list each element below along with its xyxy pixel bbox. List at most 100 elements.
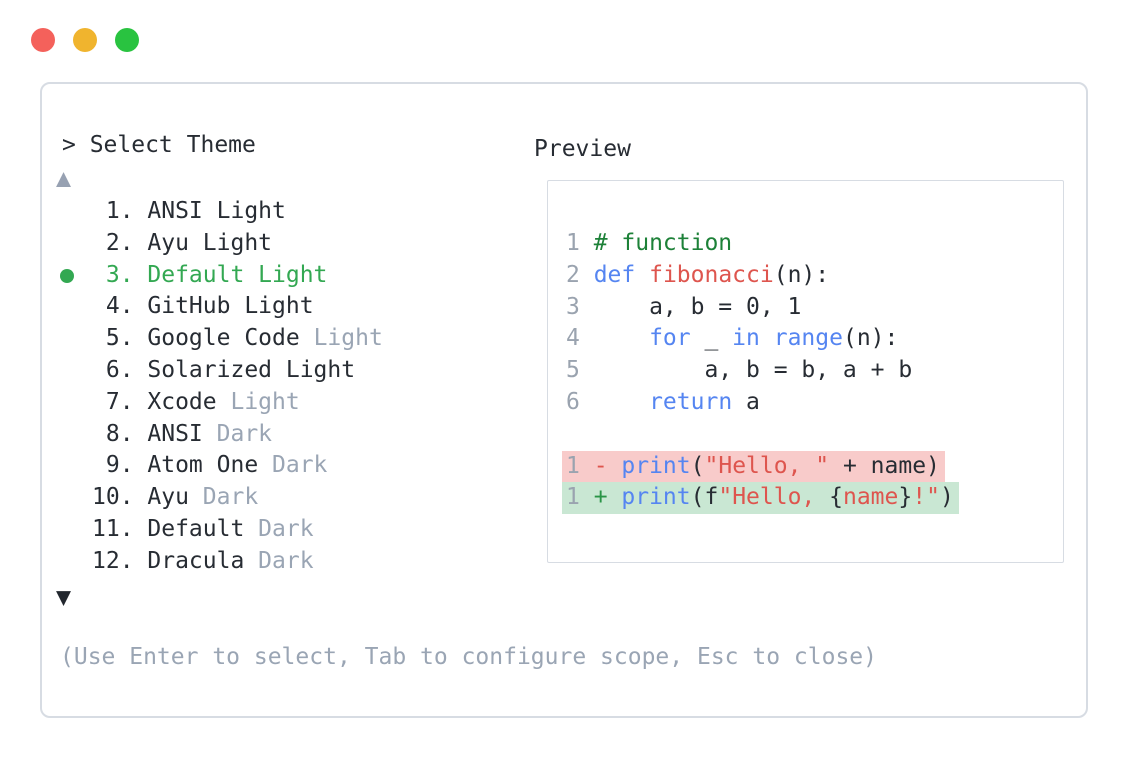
code-token: + name) <box>829 452 940 479</box>
theme-list-item[interactable]: 4. GitHub Light <box>92 291 383 323</box>
theme-item-label: Light <box>313 325 383 352</box>
code-token: (n): <box>842 325 899 352</box>
code-token: print <box>621 484 691 511</box>
window-control-minimize[interactable] <box>73 28 97 52</box>
theme-item-number: 2. <box>92 229 148 256</box>
line-number: 1 <box>566 230 580 256</box>
theme-item-label: Dark <box>272 452 328 479</box>
code-token: in <box>732 325 760 352</box>
code-token: (f <box>690 484 719 511</box>
theme-item-label: Ayu <box>147 484 203 511</box>
theme-item-number: 11. <box>92 515 148 542</box>
select-theme-prompt: > Select Theme <box>62 132 256 158</box>
theme-item-number: 6. <box>92 356 148 383</box>
code-token: (n): <box>773 261 830 288</box>
code-token: # function <box>593 230 733 256</box>
code-token: !" <box>912 484 940 511</box>
theme-item-label: Dark <box>258 547 314 574</box>
code-line: 1 # function <box>566 228 959 260</box>
theme-item-label: ANSI <box>147 420 217 447</box>
theme-list-item[interactable]: 7. Xcode Light <box>92 387 383 419</box>
code-line: 1+ print(f"Hello, {name}!") <box>562 482 959 515</box>
code-token: "Hello, " <box>704 452 830 479</box>
theme-list-item[interactable]: 3. Default Light <box>60 260 383 292</box>
theme-list-item[interactable]: 1. ANSI Light <box>92 196 383 228</box>
theme-list-item[interactable]: 12. Dracula Dark <box>92 546 383 578</box>
help-text: (Use Enter to select, Tab to configure s… <box>60 644 877 670</box>
line-number: 3 <box>566 293 580 320</box>
preview-title: Preview <box>534 136 631 162</box>
code-token: def <box>593 261 636 288</box>
theme-item-number: 4. <box>92 293 148 320</box>
window-control-zoom[interactable] <box>115 28 139 52</box>
code-token: } <box>898 484 913 511</box>
theme-item-label: Dark <box>202 484 259 511</box>
theme-item-number: 5. <box>92 325 148 352</box>
line-number: 4 <box>566 325 580 352</box>
code-token <box>635 262 649 288</box>
code-line: 5 a, b = b, a + b <box>566 355 959 387</box>
code-token: { <box>829 484 843 511</box>
theme-item-number: 12. <box>92 547 148 574</box>
code-token <box>760 325 774 351</box>
code-line: 4 for _ in range(n): <box>566 323 959 355</box>
code-line: 6 return a <box>566 387 959 419</box>
code-line: 3 a, b = 0, 1 <box>566 292 959 324</box>
theme-item-label: Dracula <box>147 547 259 574</box>
theme-picker-panel: > Select Theme ▲ 1. ANSI Light 2. Ayu Li… <box>40 82 1088 718</box>
theme-item-number: 10. <box>92 484 148 511</box>
code-token: - <box>593 452 622 479</box>
theme-list-item[interactable]: 9. Atom One Dark <box>92 450 383 482</box>
theme-item-number: 1. <box>92 198 148 224</box>
selected-indicator-dot <box>60 268 74 283</box>
code-token: fibonacci <box>649 261 774 288</box>
code-token: range <box>773 325 843 352</box>
scroll-up-icon[interactable]: ▲ <box>56 163 72 192</box>
diff-removed-line: 1- print("Hello, " + name) <box>562 450 945 483</box>
theme-item-number: 9. <box>92 452 148 479</box>
theme-item-label: Light <box>230 388 300 415</box>
theme-item-number: 3. <box>92 261 148 288</box>
code-token: print <box>621 452 691 479</box>
theme-item-label: Ayu Light <box>147 229 273 256</box>
theme-item-label: Solarized Light <box>147 356 356 383</box>
theme-item-label: Dark <box>216 420 273 447</box>
theme-list-item[interactable]: 2. Ayu Light <box>92 228 383 260</box>
theme-list: 1. ANSI Light 2. Ayu Light 3. Default Li… <box>60 196 383 578</box>
theme-item-label: Google Code <box>147 325 314 352</box>
theme-item-label: ANSI Light <box>147 198 286 224</box>
theme-list-item[interactable]: 6. Solarized Light <box>92 355 383 387</box>
theme-item-label: Default Light <box>147 261 328 288</box>
code-token: a, b = b, a + b <box>593 357 913 384</box>
code-token: "Hello, <box>718 484 830 511</box>
theme-item-label: Dark <box>258 515 314 542</box>
theme-list-item[interactable]: 11. Default Dark <box>92 514 383 546</box>
code-token: ) <box>939 484 954 511</box>
code-token <box>594 389 649 415</box>
window-control-close[interactable] <box>31 28 55 52</box>
code-token: return <box>649 388 733 415</box>
theme-list-item[interactable]: 5. Google Code Light <box>92 323 383 355</box>
theme-list-item[interactable]: 10. Ayu Dark <box>92 482 383 514</box>
line-number: 1 <box>566 484 580 511</box>
theme-item-label: Default <box>147 515 259 542</box>
code-token: for <box>649 325 691 352</box>
theme-item-label: Atom One <box>147 452 273 479</box>
window-controls <box>31 28 139 52</box>
code-line <box>566 419 959 451</box>
line-number: 1 <box>566 452 580 479</box>
theme-list-item[interactable]: 8. ANSI Dark <box>92 419 383 451</box>
code-token: name <box>842 484 899 511</box>
line-number: 2 <box>566 261 580 288</box>
scroll-down-icon[interactable]: ▼ <box>56 582 72 611</box>
theme-item-label: Xcode <box>147 388 231 415</box>
theme-item-label: GitHub Light <box>147 293 314 320</box>
code-line: 1- print("Hello, " + name) <box>562 450 959 483</box>
theme-item-number: 7. <box>92 388 148 415</box>
diff-added-line: 1+ print(f"Hello, {name}!") <box>562 482 959 515</box>
code-line: 2 def fibonacci(n): <box>566 260 959 292</box>
line-number: 6 <box>566 388 580 415</box>
theme-item-number: 8. <box>92 420 148 447</box>
